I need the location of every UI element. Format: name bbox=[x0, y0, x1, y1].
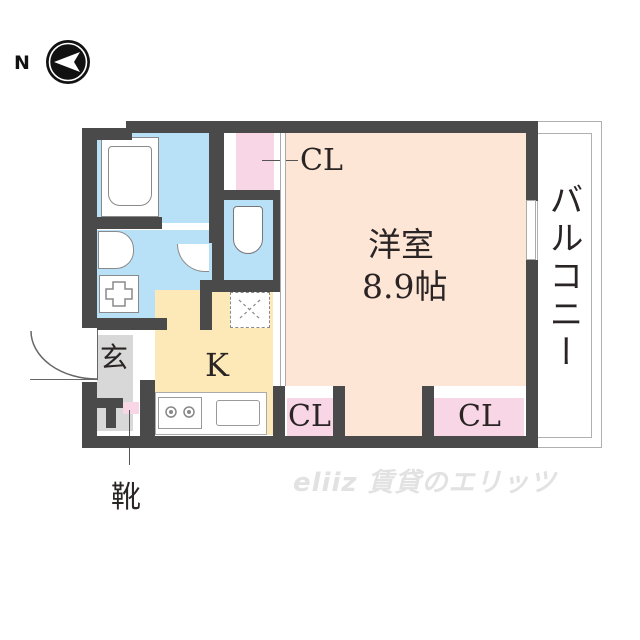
bathtub-icon bbox=[101, 137, 159, 217]
kitchen-sink-icon bbox=[216, 400, 260, 426]
entrance-door[interactable] bbox=[30, 330, 98, 380]
closet-bottom-right bbox=[434, 398, 524, 436]
toilet-icon bbox=[233, 206, 263, 254]
closet-bottom-left-label: CL bbox=[288, 399, 331, 434]
balcony-inner-rail bbox=[537, 133, 592, 438]
north-label: N bbox=[14, 52, 30, 74]
sliding-door-room[interactable] bbox=[280, 133, 286, 386]
wall-entrance-right bbox=[140, 380, 155, 438]
wall-right-lower bbox=[526, 260, 538, 448]
wall-kitchen-top bbox=[200, 280, 276, 292]
closet-top bbox=[236, 133, 274, 190]
wall-left-lower bbox=[82, 382, 97, 448]
closet-bottom-left bbox=[287, 398, 333, 436]
wall-bath-bottom bbox=[97, 217, 162, 229]
wall-kitchen-right-lower bbox=[273, 386, 285, 438]
balcony-window[interactable] bbox=[526, 200, 536, 260]
western-room bbox=[285, 133, 527, 386]
wall-toilet-left bbox=[212, 190, 224, 290]
wall-shoebox-vert bbox=[106, 398, 116, 428]
western-room-lower bbox=[342, 384, 432, 436]
north-arrow-icon bbox=[44, 38, 92, 86]
shoe-box-label: 靴 bbox=[111, 480, 141, 515]
wall-bottom bbox=[82, 436, 538, 448]
wall-closet-divider-1 bbox=[333, 386, 345, 438]
wall-closet-bottom bbox=[224, 190, 276, 200]
wall-left-upper bbox=[82, 128, 97, 328]
wall-top bbox=[126, 121, 538, 133]
western-room-name: 洋室 bbox=[368, 225, 434, 264]
entrance-label: 玄 bbox=[100, 341, 129, 374]
closet-top-label: CL bbox=[300, 143, 343, 178]
wall-right-upper bbox=[526, 121, 538, 201]
washbasin-icon bbox=[98, 231, 134, 269]
western-room-size: 8.9帖 bbox=[362, 267, 448, 306]
wall-kitchen-left bbox=[200, 280, 212, 330]
closet-bottom-right-label: CL bbox=[458, 399, 501, 434]
stove-icon bbox=[158, 397, 202, 429]
shoe-box bbox=[123, 402, 139, 414]
balcony-label: バルコニー bbox=[543, 182, 583, 372]
refrigerator-space bbox=[230, 292, 270, 328]
kitchen-label: K bbox=[205, 346, 229, 384]
watermark: eliiz 賃貸のエリッツ bbox=[293, 468, 557, 498]
washing-machine-icon bbox=[99, 275, 139, 313]
wall-washroom-bottom bbox=[97, 318, 167, 330]
kitchen-counter bbox=[155, 392, 267, 435]
wall-closet-divider-2 bbox=[422, 386, 434, 438]
